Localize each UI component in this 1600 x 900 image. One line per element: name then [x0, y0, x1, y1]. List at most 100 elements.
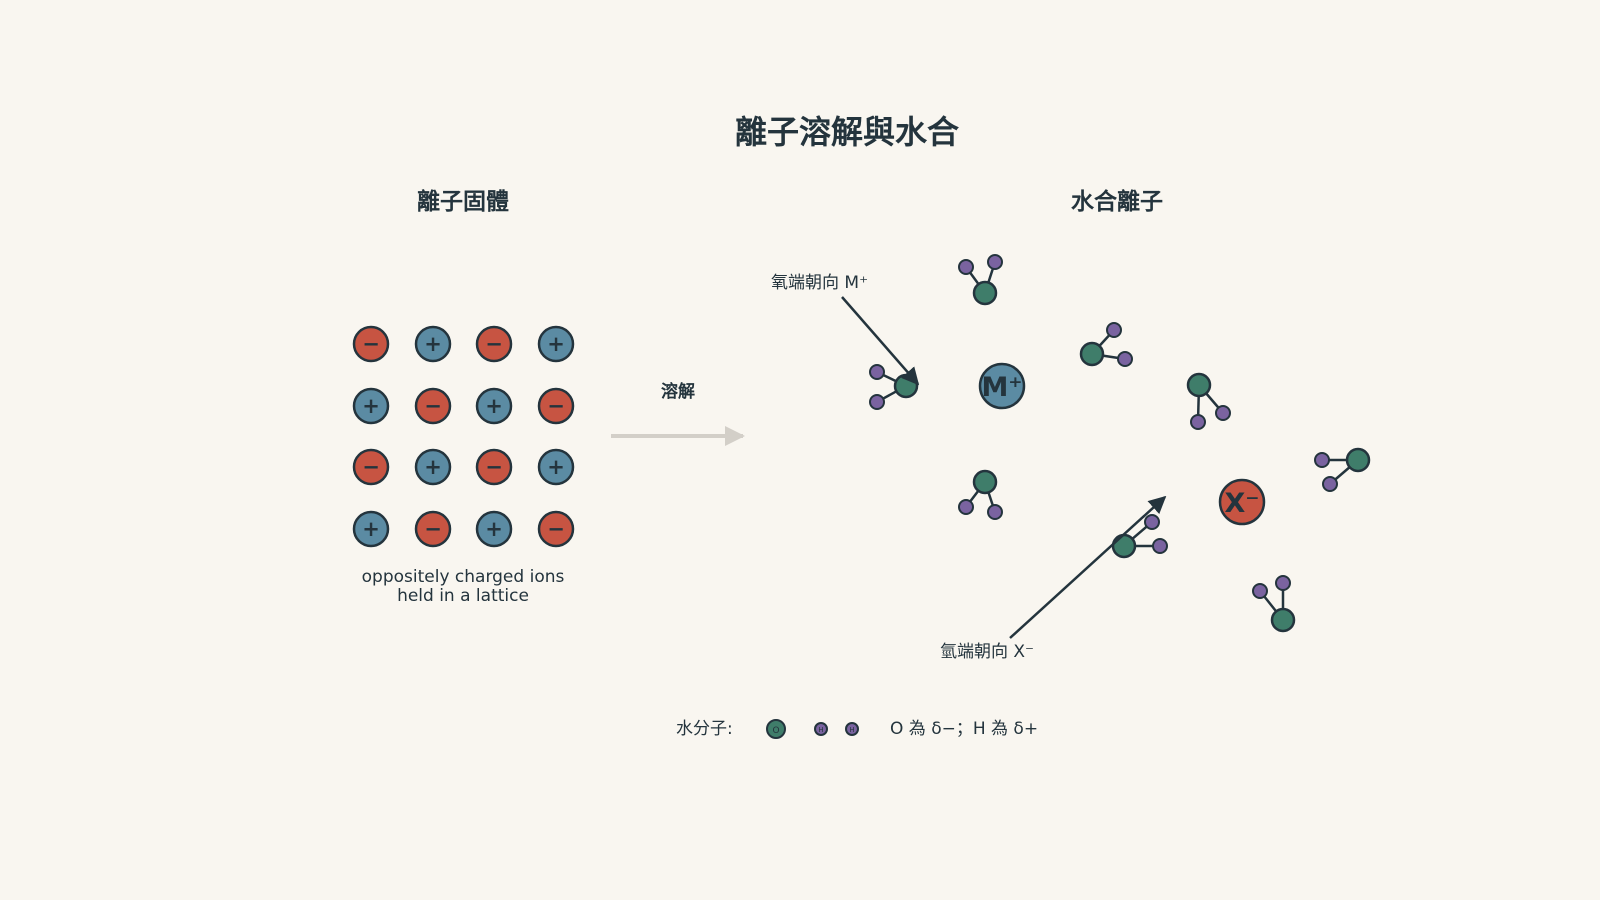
hydrogen-atom — [1190, 414, 1206, 430]
oxygen-atom — [1270, 607, 1296, 633]
hydrogen-atom — [1152, 538, 1168, 554]
ion-circle — [414, 387, 452, 425]
annotation-hydrogen-toward-anion: 氫端朝向 X⁻ — [940, 642, 1034, 662]
hydrogen-atom — [1275, 575, 1291, 591]
ion-charge-sign: − — [485, 332, 503, 356]
anion-lattice-ion: − — [414, 387, 452, 425]
water-molecules — [869, 254, 1371, 633]
ion-charge-sign: + — [547, 455, 565, 479]
cation-lattice-ion: + — [475, 387, 513, 425]
anion: X⁻ — [1218, 478, 1266, 526]
cation-lattice-ion: + — [537, 448, 575, 486]
legend-label: 水分子: — [676, 719, 733, 739]
ion-charge-sign: + — [362, 394, 380, 418]
anion-label: X⁻ — [1224, 488, 1259, 519]
legend-oxygen-atom — [766, 719, 786, 739]
ion-charge-sign: − — [485, 455, 503, 479]
ion-charge-sign: − — [362, 332, 380, 356]
cation-lattice-ion: + — [414, 325, 452, 363]
anion-lattice-ion: − — [475, 325, 513, 363]
oxygen-atom — [1111, 533, 1137, 559]
legend-oxygen-symbol: O — [772, 726, 779, 736]
ion-charge-sign: + — [485, 394, 503, 418]
cation-lattice-ion: + — [475, 510, 513, 548]
cation: M⁺ — [978, 362, 1026, 410]
water-molecule — [1079, 322, 1133, 367]
ion-circle — [537, 510, 575, 548]
anion-lattice-ion: − — [537, 387, 575, 425]
hydrogen-atom — [1106, 322, 1122, 338]
ion-circle — [352, 448, 390, 486]
hydrogen-atom — [958, 499, 974, 515]
ionic-solid-heading: 離子固體 — [417, 188, 509, 215]
cation-label: M⁺ — [981, 372, 1022, 403]
oxygen-atom — [1186, 372, 1212, 398]
dissolve-label: 溶解 — [661, 381, 695, 402]
hydrogen-atom — [869, 394, 885, 410]
legend-hydrogen-atom-2 — [845, 722, 859, 736]
ion-charge-sign: − — [547, 394, 565, 418]
ion-circle — [352, 510, 390, 548]
legend-polarity-note: O 為 δ−；H 為 δ+ — [890, 719, 1038, 739]
ion-circle — [537, 448, 575, 486]
ion-charge-sign: − — [362, 455, 380, 479]
anion-lattice-ion: − — [352, 448, 390, 486]
ion-charge-sign: − — [424, 394, 442, 418]
oxygen-atom — [1345, 447, 1371, 473]
ion-circle — [414, 448, 452, 486]
legend-hydrogen-atom-1 — [814, 722, 828, 736]
anion-lattice-ion: − — [475, 448, 513, 486]
hydrogen-atom — [987, 254, 1003, 270]
ionic-lattice: − + − + + − + − − + − + + − + − — [352, 325, 575, 548]
oxygen-atom — [1079, 341, 1105, 367]
hydrogen-atom — [987, 504, 1003, 520]
water-molecule — [869, 364, 919, 410]
ion-circle — [352, 387, 390, 425]
annotation-oxygen-toward-cation: 氧端朝向 M⁺ — [771, 273, 868, 293]
ion-charge-sign: + — [547, 332, 565, 356]
ion-charge-sign: − — [547, 517, 565, 541]
ion-circle — [414, 325, 452, 363]
hydrated-ions-heading: 水合離子 — [1071, 188, 1163, 215]
hydrogen-atom — [1117, 351, 1133, 367]
oxygen-atom — [972, 469, 998, 495]
cation-circle — [978, 362, 1026, 410]
hydrogen-atom — [869, 364, 885, 380]
anion-circle — [1218, 478, 1266, 526]
hydrogen-atom — [1322, 476, 1338, 492]
cation-lattice-ion: + — [352, 387, 390, 425]
annotation-arrow-cation — [841, 296, 920, 386]
ion-circle — [475, 510, 513, 548]
legend-hydrogen-symbol-1: H — [818, 726, 823, 734]
water-molecule — [958, 254, 1003, 306]
annotation-arrow-anion — [1009, 495, 1167, 639]
ion-circle — [537, 325, 575, 363]
ion-circle — [475, 387, 513, 425]
anion-lattice-ion: − — [352, 325, 390, 363]
ion-circle — [352, 325, 390, 363]
water-molecule — [958, 469, 1003, 520]
ion-circle — [414, 510, 452, 548]
ion-charge-sign: + — [485, 517, 503, 541]
hydrogen-atom — [1314, 452, 1330, 468]
water-molecule — [1186, 372, 1231, 430]
ion-charge-sign: + — [424, 332, 442, 356]
cation-lattice-ion: + — [352, 510, 390, 548]
water-molecule — [1314, 447, 1371, 492]
lattice-caption-line-2: held in a lattice — [397, 586, 529, 606]
ion-charge-sign: − — [424, 517, 442, 541]
ion-circle — [537, 387, 575, 425]
ion-circle — [475, 448, 513, 486]
ion-circle — [475, 325, 513, 363]
lattice-caption-line-1: oppositely charged ions — [362, 567, 565, 587]
hydrogen-atom — [1215, 405, 1231, 421]
legend-hydrogen-symbol-2: H — [849, 726, 854, 734]
page-title: 離子溶解與水合 — [735, 113, 959, 151]
cation-lattice-ion: + — [537, 325, 575, 363]
oxygen-atom — [972, 280, 998, 306]
hydrogen-atom — [1252, 583, 1268, 599]
ion-charge-sign: + — [424, 455, 442, 479]
hydrogen-atom — [1144, 514, 1160, 530]
legend: 水分子: O H H O 為 δ−；H 為 δ+ — [676, 719, 1038, 739]
